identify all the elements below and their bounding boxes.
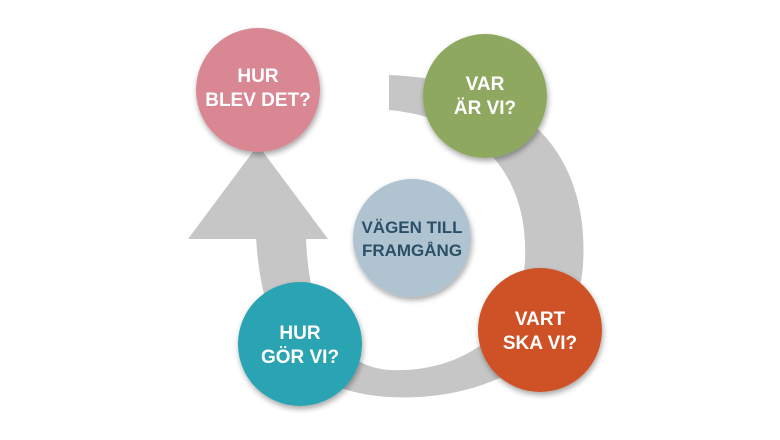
cycle-arrow-head bbox=[188, 145, 328, 239]
node-var-ar-vi-line1: VAR bbox=[466, 74, 505, 95]
node-hur-gor-vi-line1: HUR bbox=[279, 323, 320, 344]
node-hur-blev-det-line1: HUR bbox=[237, 66, 278, 87]
node-var-ar-vi bbox=[423, 34, 547, 158]
center-label-line2: FRAMGÅNG bbox=[362, 241, 462, 260]
node-var-ar-vi-line2: ÄR VI? bbox=[454, 98, 516, 119]
node-hur-gor-vi bbox=[238, 282, 362, 406]
node-vart-ska-vi-line2: SKA VI? bbox=[503, 333, 577, 354]
node-hur-gor-vi-line2: GÖR VI? bbox=[261, 347, 339, 368]
node-hur-blev-det bbox=[196, 28, 320, 152]
center-label-line1: VÄGEN TILL bbox=[361, 218, 462, 237]
center-node bbox=[353, 179, 471, 297]
node-vart-ska-vi bbox=[478, 268, 602, 392]
node-vart-ska-vi-line1: VART bbox=[515, 309, 566, 330]
node-hur-blev-det-line2: BLEV DET? bbox=[205, 90, 311, 111]
